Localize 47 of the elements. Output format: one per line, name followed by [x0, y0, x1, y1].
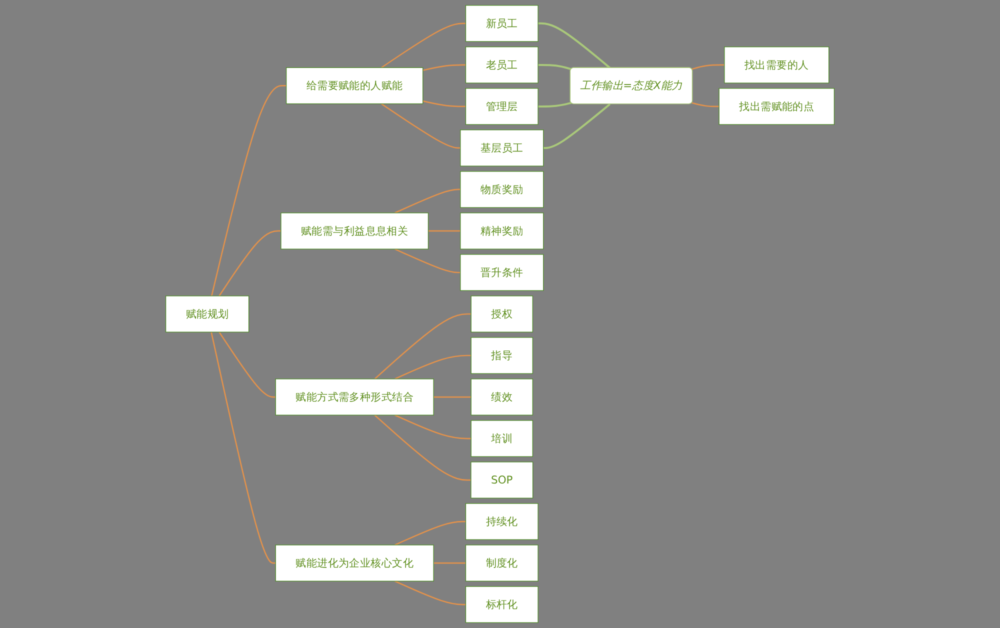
connector [434, 562, 466, 564]
node-box: 给需要赋能的人赋能 [286, 67, 424, 104]
connector [211, 85, 286, 296]
connector [394, 414, 472, 440]
connector [218, 332, 276, 398]
node-box: 基层员工 [460, 130, 544, 166]
connector [692, 64, 724, 70]
connector [374, 313, 472, 380]
connector [543, 103, 611, 149]
connector [381, 22, 466, 68]
connector [394, 188, 460, 214]
node-box: 赋能进化为企业核心文化 [275, 544, 434, 582]
connector [538, 22, 611, 69]
node-box: 精神奖励 [460, 212, 544, 250]
connector [210, 332, 276, 564]
connector [381, 103, 460, 149]
node-box: 管理层 [465, 88, 538, 125]
node-box: 指导 [470, 337, 534, 374]
connector [394, 354, 472, 380]
node-box: 标杆化 [465, 586, 538, 623]
node-box: 找出需要的人 [724, 46, 830, 84]
node-box: 新员工 [465, 5, 538, 42]
node-box: 老员工 [465, 46, 538, 84]
node-box: 物质奖励 [460, 171, 544, 208]
node-box: 晋升条件 [460, 254, 544, 291]
connector [538, 64, 572, 70]
node-box: 赋能规划 [165, 296, 250, 332]
node-box: 赋能方式需多种形式结合 [275, 378, 434, 416]
node-box: SOP [470, 462, 534, 498]
connector [538, 102, 572, 108]
node-box: 持续化 [465, 503, 538, 540]
connector [434, 396, 472, 398]
node-box: 培训 [470, 420, 534, 457]
connector [422, 100, 466, 108]
node-box: 绩效 [470, 378, 534, 416]
connector [428, 230, 460, 232]
node-box: 赋能需与利益息息相关 [280, 212, 429, 250]
node-box: 制度化 [465, 544, 538, 582]
connector [692, 102, 720, 108]
connector [422, 64, 466, 71]
connector [394, 520, 466, 546]
connector [394, 248, 460, 274]
node-box: 授权 [470, 296, 534, 332]
connector [218, 230, 281, 296]
node-box: 找出需赋能的点 [718, 88, 835, 125]
connector [374, 414, 471, 481]
connector [394, 580, 466, 606]
